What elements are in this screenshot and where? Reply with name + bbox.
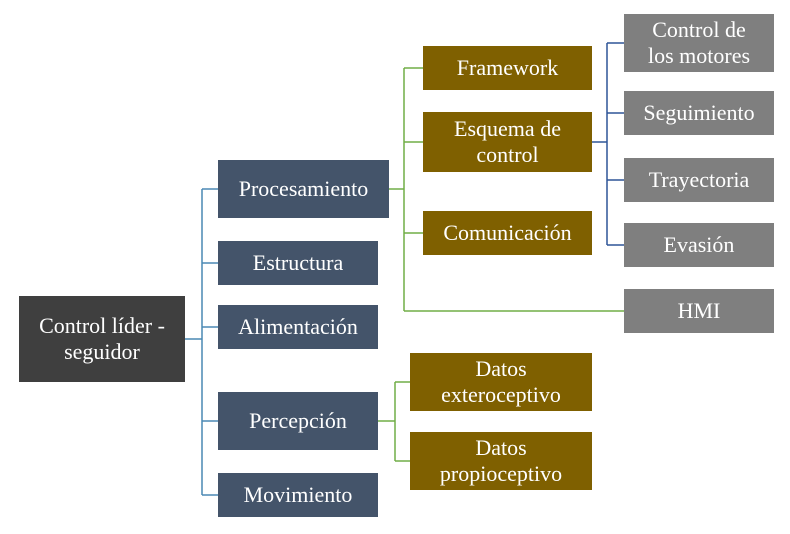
node-procesamiento: Procesamiento bbox=[218, 160, 389, 218]
node-esquema-control: Esquema de control bbox=[423, 112, 592, 172]
node-alimentacion: Alimentación bbox=[218, 305, 378, 349]
node-trayectoria: Trayectoria bbox=[624, 158, 774, 202]
procesamiento-connectors bbox=[389, 67, 624, 312]
node-datos-propioceptivo: Datos propioceptivo bbox=[410, 432, 592, 490]
node-percepcion: Percepción bbox=[218, 392, 378, 450]
node-hmi: HMI bbox=[624, 289, 774, 333]
node-control-motores: Control de los motores bbox=[624, 14, 774, 72]
node-seguimiento: Seguimiento bbox=[624, 91, 774, 135]
node-datos-exteroceptivo: Datos exteroceptivo bbox=[410, 353, 592, 411]
root-connectors bbox=[185, 188, 218, 496]
node-evasion: Evasión bbox=[624, 223, 774, 267]
node-framework: Framework bbox=[423, 46, 592, 90]
node-root: Control líder - seguidor bbox=[19, 296, 185, 382]
percepcion-connectors bbox=[378, 381, 410, 462]
node-estructura: Estructura bbox=[218, 241, 378, 285]
node-movimiento: Movimiento bbox=[218, 473, 378, 517]
esquema-connectors bbox=[592, 42, 624, 246]
node-comunicacion: Comunicación bbox=[423, 211, 592, 255]
